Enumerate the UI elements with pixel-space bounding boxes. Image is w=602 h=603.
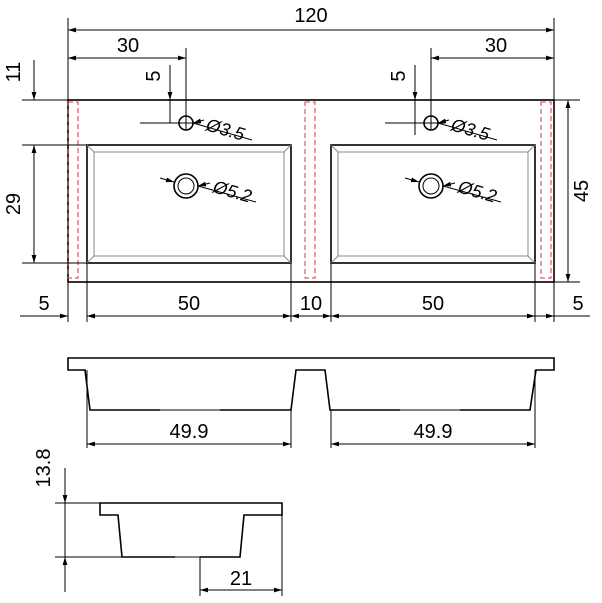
front-view: 49.9 49.9 [67, 357, 555, 448]
dim-top-margin: 11 [3, 62, 25, 83]
support-markers [67, 101, 552, 279]
dim-overall-width: 120 [294, 5, 327, 27]
dim-side-right: 5 [572, 293, 583, 315]
dim-drain-right: Ø5.2 [455, 176, 499, 206]
dim-tap-hole-right: Ø3.5 [448, 114, 493, 145]
dim-tap-from-edge-right: 5 [388, 70, 410, 81]
dim-side-depth: 21 [230, 568, 252, 590]
dim-drain-left: Ø5.2 [210, 176, 254, 206]
side-view: 13.8 21 [33, 449, 283, 596]
dim-bowl-width-left: 50 [178, 293, 200, 315]
dim-front-bowl-left: 49.9 [170, 421, 209, 443]
right-bowl [330, 115, 536, 264]
dim-overall-depth: 45 [571, 180, 593, 202]
dim-gap-between: 10 [300, 293, 322, 315]
top-view: 120 30 30 11 29 45 5 5 [3, 5, 593, 322]
dim-tap-offset-right: 30 [485, 35, 507, 57]
dim-side-left: 5 [38, 293, 49, 315]
dim-tap-from-edge-left: 5 [143, 70, 165, 81]
dim-bowl-depth: 29 [3, 193, 25, 215]
dim-side-height: 13.8 [33, 449, 55, 488]
dim-bowl-width-right: 50 [422, 293, 444, 315]
dim-tap-hole-left: Ø3.5 [203, 114, 248, 145]
dim-tap-offset-left: 30 [117, 35, 139, 57]
dim-front-bowl-right: 49.9 [414, 421, 453, 443]
left-bowl [86, 115, 292, 264]
